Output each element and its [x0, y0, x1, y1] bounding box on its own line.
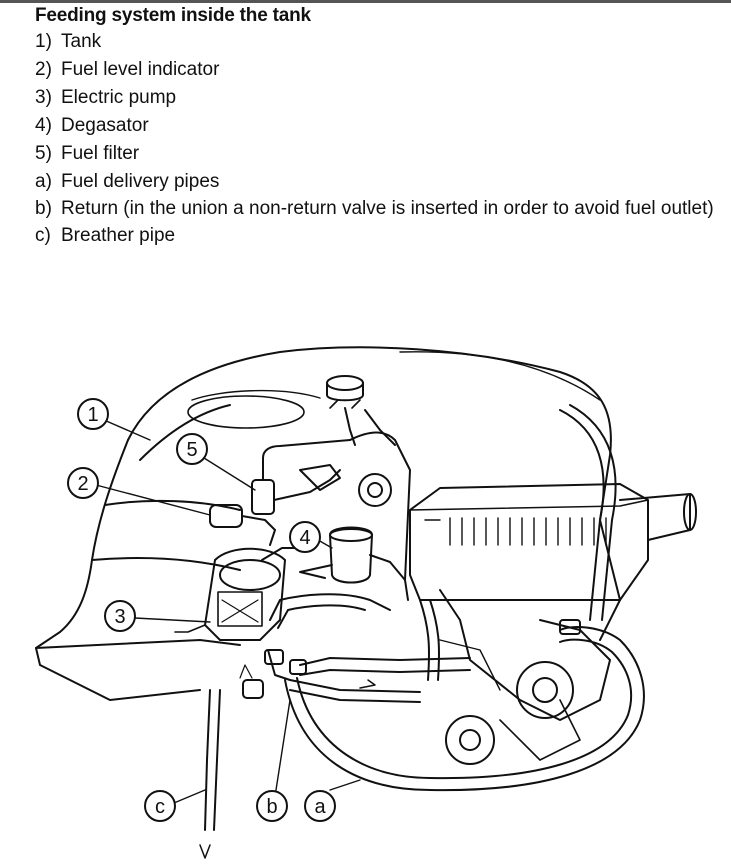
callout-a: a: [304, 790, 336, 822]
tank-drawing: [35, 346, 621, 701]
legend-key: b): [35, 198, 52, 219]
page-title: Feeding system inside the tank: [35, 5, 311, 26]
legend-item-return: b) Return (in the union a non-return val…: [35, 196, 715, 222]
filler-cap-drawing: [326, 375, 364, 409]
leader-lines: [95, 419, 361, 804]
legend-text: Fuel filter: [61, 143, 140, 164]
legend-item-electric-pump: 3) Electric pump: [35, 84, 715, 112]
legend-item-tank: 1) Tank: [35, 28, 715, 56]
pipes-drawing: [199, 404, 645, 859]
legend-key: 2): [35, 59, 52, 80]
callout-label: 1: [87, 404, 98, 426]
legend-text: Breather pipe: [61, 225, 176, 246]
callout-label: a: [314, 796, 326, 818]
callout-label: c: [155, 796, 165, 818]
callout-3: 3: [104, 600, 136, 632]
fuel-system-illustration: 1 2 3 4 5 c b a: [0, 300, 731, 867]
legend-item-fuel-delivery-pipes: a) Fuel delivery pipes: [35, 168, 715, 196]
top-border: [0, 0, 731, 3]
legend-item-fuel-level-indicator: 2) Fuel level indicator: [35, 56, 715, 84]
callout-c: c: [144, 790, 176, 822]
legend-text: Degasator: [61, 115, 149, 136]
legend-key: c): [35, 225, 51, 246]
engine-assembly-drawing: [409, 483, 697, 765]
legend-item-degasator: 4) Degasator: [35, 112, 715, 140]
electric-pump-drawing: [174, 547, 299, 641]
legend-key: a): [35, 171, 52, 192]
callout-4: 4: [289, 521, 321, 553]
callout-5: 5: [176, 433, 208, 465]
fuel-system-drawing: 1 2 3 4 5 c b a: [35, 346, 697, 859]
legend-key: 4): [35, 115, 52, 136]
callout-label: 3: [114, 606, 125, 628]
callout-label: b: [266, 796, 277, 818]
callout-2: 2: [67, 467, 99, 499]
legend-text: Electric pump: [61, 87, 177, 108]
legend-text: Fuel level indicator: [61, 59, 220, 80]
degasator-drawing: [299, 526, 409, 601]
callout-label: 5: [186, 439, 197, 461]
legend-text: Fuel delivery pipes: [61, 171, 220, 192]
callout-b: b: [256, 790, 288, 822]
callout-label: 2: [77, 473, 88, 495]
legend-key: 3): [35, 87, 52, 108]
legend-text: Tank: [61, 31, 102, 52]
fuel-level-indicator-drawing: [209, 504, 276, 546]
legend-key: 5): [35, 143, 52, 164]
legend-list: 1) Tank 2) Fuel level indicator 3) Elect…: [35, 28, 715, 250]
callout-label: 4: [299, 527, 310, 549]
legend-panel: Feeding system inside the tank 1) Tank 2…: [35, 4, 715, 250]
legend-text: Return (in the union a non-return valve …: [61, 198, 714, 219]
legend-item-fuel-filter: 5) Fuel filter: [35, 140, 715, 168]
callout-1: 1: [77, 398, 109, 430]
legend-item-breather-pipe: c) Breather pipe: [35, 222, 715, 250]
legend-key: 1): [35, 31, 52, 52]
